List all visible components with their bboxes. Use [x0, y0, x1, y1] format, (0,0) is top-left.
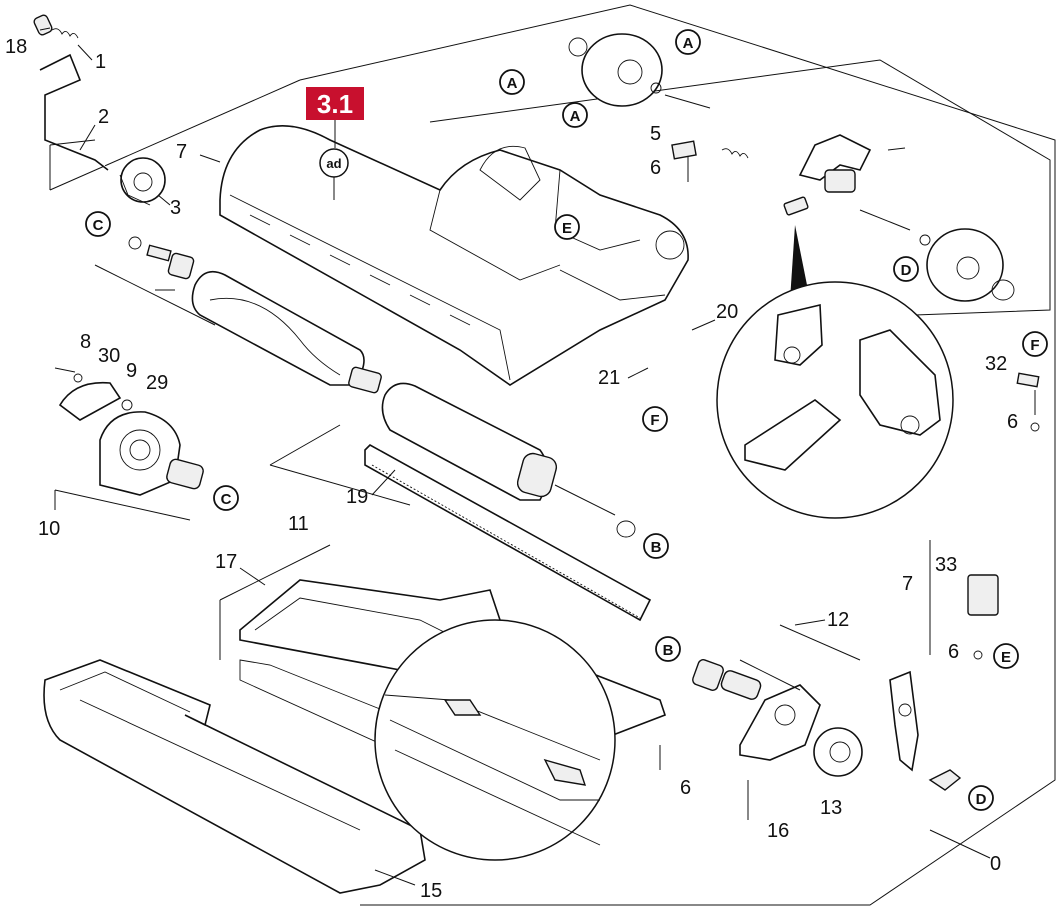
ref-letter-C: C — [221, 491, 232, 508]
side-wheel-right — [859, 209, 1015, 302]
ref-marker-B-1: B — [643, 533, 669, 559]
callout-6: 6 — [650, 157, 661, 179]
height-plate — [889, 670, 962, 791]
callout-19: 19 — [346, 486, 368, 508]
callout-1: 1 — [95, 51, 106, 73]
callout-8: 8 — [80, 331, 91, 353]
callout-9: 9 — [126, 360, 137, 382]
ref-marker-C-1: C — [85, 211, 111, 237]
section-badge: 3.1 — [306, 87, 364, 148]
callout-16: 16 — [767, 820, 789, 842]
bearing-housing — [54, 367, 204, 521]
ref-letter-E: E — [562, 220, 572, 237]
ref-letter-D: D — [901, 262, 912, 279]
ref-marker-D-2: D — [968, 785, 994, 811]
callout-17: 17 — [215, 551, 237, 573]
assembly-code-marker: ad — [319, 148, 349, 200]
callout-21: 21 — [598, 367, 620, 389]
ref-marker-E-1: E — [554, 214, 580, 240]
ref-letter-C: C — [93, 217, 104, 234]
bracket-33 — [929, 540, 999, 660]
brush-roller — [269, 382, 636, 538]
callout-11: 11 — [288, 513, 309, 535]
ref-letter-F: F — [1030, 337, 1039, 354]
detail-circle-upper — [716, 225, 954, 519]
assembly-code-label: ad — [326, 156, 341, 171]
callout-5: 5 — [650, 123, 661, 145]
leader-lines — [39, 27, 991, 886]
side-wheel-top — [568, 33, 711, 109]
section-badge-label: 3.1 — [317, 89, 353, 119]
ref-marker-F-2: F — [1022, 331, 1048, 357]
callout-7: 7 — [902, 573, 913, 595]
callout-20: 20 — [716, 301, 738, 323]
section-badge-bg — [306, 87, 364, 120]
callout-6: 6 — [680, 777, 691, 799]
roller-wheel-small — [119, 157, 166, 206]
callout-32: 32 — [985, 353, 1007, 375]
ref-marker-B-2: B — [655, 636, 681, 662]
ref-marker-A-1: A — [675, 29, 701, 55]
callout-2: 2 — [98, 106, 109, 128]
callout-29: 29 — [146, 372, 168, 394]
brush-strip — [364, 444, 652, 622]
bracket-32 — [1016, 372, 1040, 432]
ref-letter-A: A — [570, 108, 581, 125]
gear-drive — [659, 624, 863, 820]
callout-0: 0 — [990, 853, 1001, 875]
ref-marker-F-1: F — [642, 406, 668, 432]
height-lever — [671, 134, 906, 216]
brush-housing — [219, 124, 689, 386]
ref-letter-F: F — [650, 412, 659, 429]
callout-15: 15 — [420, 880, 442, 902]
drive-roller — [94, 236, 382, 394]
callout-13: 13 — [820, 797, 842, 819]
ref-letter-A: A — [683, 35, 694, 52]
ref-marker-A-3: A — [562, 102, 588, 128]
callout-6: 6 — [948, 641, 959, 663]
ref-marker-D-1: D — [893, 256, 919, 282]
ref-marker-A-2: A — [499, 69, 525, 95]
assembly-frame — [49, 4, 1056, 906]
callout-7: 7 — [176, 141, 187, 163]
callout-10: 10 — [38, 518, 60, 540]
callout-18: 18 — [5, 36, 27, 58]
callout-12: 12 — [827, 609, 849, 631]
ref-letter-B: B — [651, 539, 662, 556]
ref-letter-A: A — [507, 75, 518, 92]
front-cover — [43, 659, 426, 894]
callout-6: 6 — [1007, 411, 1018, 433]
ref-marker-E-2: E — [993, 643, 1019, 669]
callout-30: 30 — [98, 345, 120, 367]
ref-marker-C-2: C — [213, 485, 239, 511]
callout-3: 3 — [170, 197, 181, 219]
callout-33: 33 — [935, 554, 957, 576]
ref-letter-E: E — [1001, 649, 1011, 666]
crank-lever — [33, 14, 109, 190]
ref-letter-B: B — [663, 642, 674, 659]
part-number-callouts: 18 1 2 3 7 8 30 9 29 10 11 19 17 15 5 6 … — [5, 36, 1018, 902]
detail-circle-lower — [374, 619, 616, 861]
ref-letter-D: D — [976, 791, 987, 808]
